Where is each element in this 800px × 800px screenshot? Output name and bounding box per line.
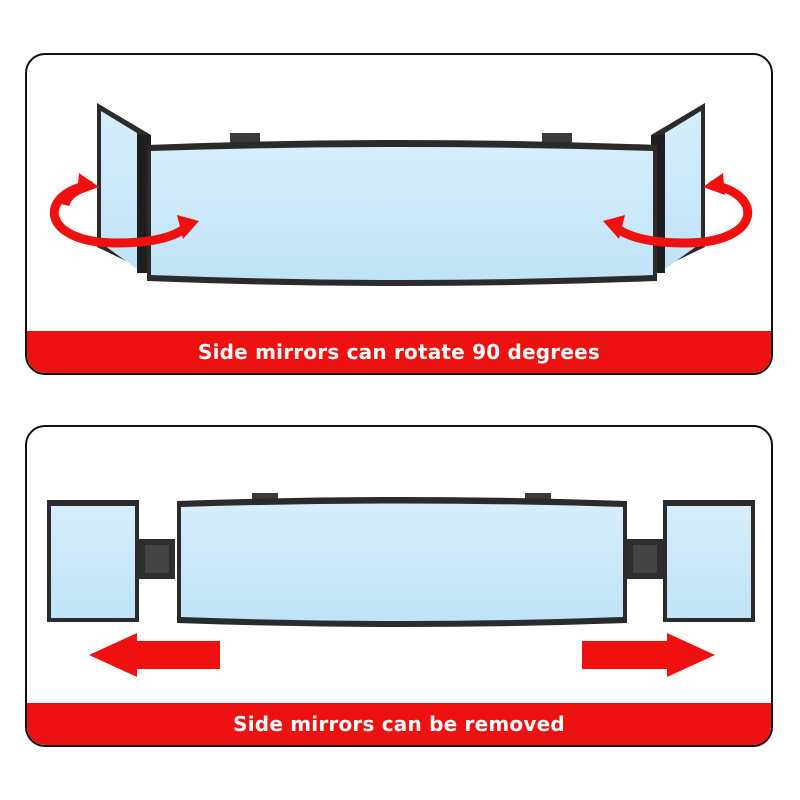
mount-clip xyxy=(542,133,572,143)
rotate-illustration xyxy=(49,103,753,286)
left-side-mirror xyxy=(97,103,151,273)
mount-clip xyxy=(230,133,260,143)
right-connector xyxy=(627,539,663,579)
left-side-mirror xyxy=(47,500,139,622)
feature-caption: Side mirrors can rotate 90 degrees xyxy=(27,331,771,373)
mount-clip xyxy=(525,493,551,501)
rotate-feature-panel: Side mirrors can rotate 90 degrees xyxy=(25,53,773,375)
mount-clip xyxy=(252,493,278,501)
main-mirror xyxy=(147,140,657,286)
rotate-arrow-icon xyxy=(49,173,199,248)
rotate-arrow-icon xyxy=(603,173,753,248)
right-side-mirror xyxy=(663,500,755,622)
remove-feature-panel: Side mirrors can be removed xyxy=(25,425,773,747)
feature-caption: Side mirrors can be removed xyxy=(27,703,771,745)
right-arrow-icon xyxy=(582,633,715,677)
left-connector xyxy=(139,539,175,579)
left-arrow-icon xyxy=(89,633,220,677)
right-side-mirror xyxy=(651,103,705,273)
remove-illustration xyxy=(47,493,755,677)
main-mirror xyxy=(177,497,627,627)
